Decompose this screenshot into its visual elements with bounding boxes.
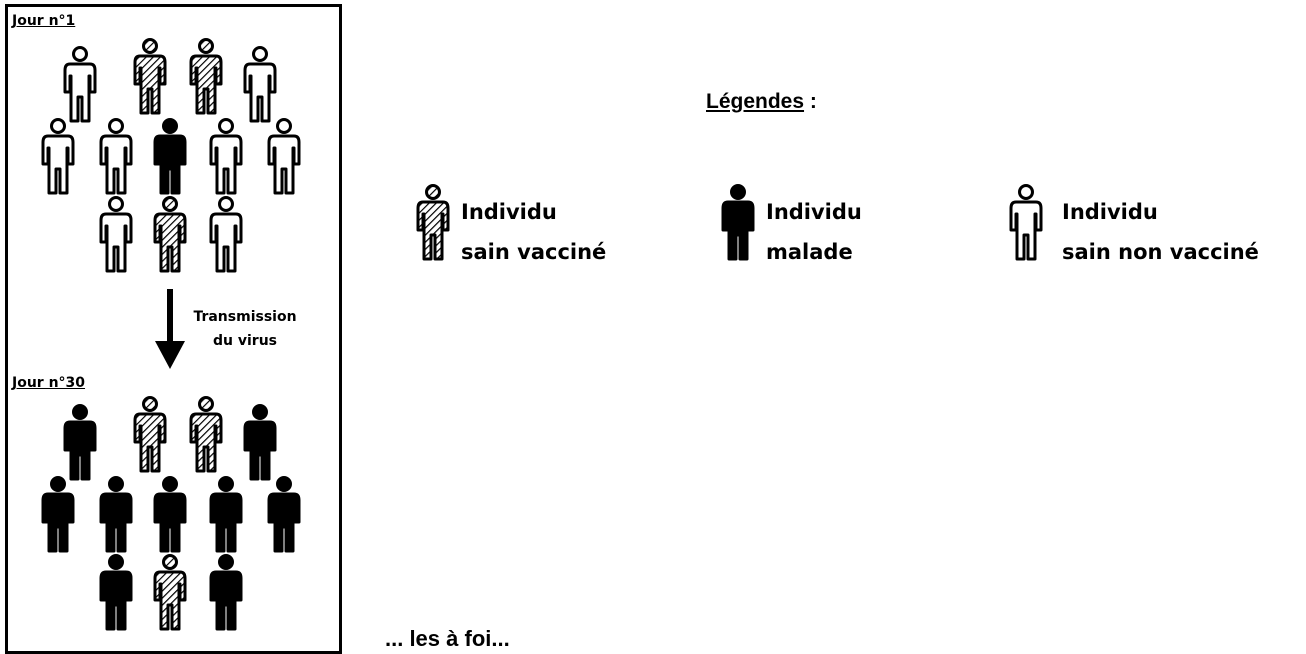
legend-vaccinated-line2: sain vacciné <box>461 240 607 264</box>
person-icon-vaccinated <box>150 195 190 275</box>
population-panel: Jour n°1 Transmission du virus Jour n°30 <box>5 4 342 654</box>
day30-label: Jour n°30 <box>12 375 86 391</box>
legend-title-suffix: : <box>804 90 817 113</box>
person-icon-sick <box>96 475 136 555</box>
person-icon-unvaccinated <box>206 117 246 197</box>
person-icon-sick <box>150 117 190 197</box>
legend-item-sick: Individu malade <box>766 192 862 272</box>
legend-unvaccinated-line2: sain non vacciné <box>1062 240 1259 264</box>
partial-footer-text: ... les à foi... <box>385 626 510 651</box>
person-icon-sick <box>206 475 246 555</box>
person-icon-sick <box>240 403 280 483</box>
transmission-line1: Transmission <box>193 309 297 325</box>
legend-sick-icon <box>718 180 758 266</box>
person-icon-unvaccinated <box>96 117 136 197</box>
legend-sick-line2: malade <box>766 240 853 264</box>
transmission-line2: du virus <box>213 333 277 349</box>
person-icon-vaccinated <box>130 395 170 475</box>
person-icon-vaccinated <box>130 37 170 117</box>
person-icon-unvaccinated <box>240 45 280 125</box>
day1-label: Jour n°1 <box>12 13 76 29</box>
legend-sick-line1: Individu <box>766 200 862 224</box>
legend-unvaccinated-line1: Individu <box>1062 200 1158 224</box>
person-icon-sick <box>150 475 190 555</box>
person-icon-vaccinated <box>150 553 190 633</box>
person-icon-unvaccinated <box>264 117 304 197</box>
legend-unvaccinated-icon <box>1006 180 1046 266</box>
person-icon-sick <box>60 403 100 483</box>
legend-item-unvaccinated: Individu sain non vacciné <box>1062 192 1259 272</box>
person-icon-vaccinated <box>186 37 226 117</box>
person-icon-unvaccinated <box>38 117 78 197</box>
person-icon-sick <box>38 475 78 555</box>
transmission-label: Transmission du virus <box>186 305 304 353</box>
person-icon-sick <box>264 475 304 555</box>
legend-vaccinated-icon <box>413 180 453 266</box>
legend-vaccinated-line1: Individu <box>461 200 557 224</box>
person-icon-unvaccinated <box>206 195 246 275</box>
person-icon-sick <box>206 553 246 633</box>
legend-title-text: Légendes <box>706 90 805 113</box>
legend-item-vaccinated: Individu sain vacciné <box>461 192 606 272</box>
person-icon-vaccinated <box>186 395 226 475</box>
person-icon-sick <box>96 553 136 633</box>
down-arrow-icon <box>155 289 185 369</box>
person-icon-unvaccinated <box>96 195 136 275</box>
legend-title: Légendes : <box>706 90 817 114</box>
person-icon-unvaccinated <box>60 45 100 125</box>
